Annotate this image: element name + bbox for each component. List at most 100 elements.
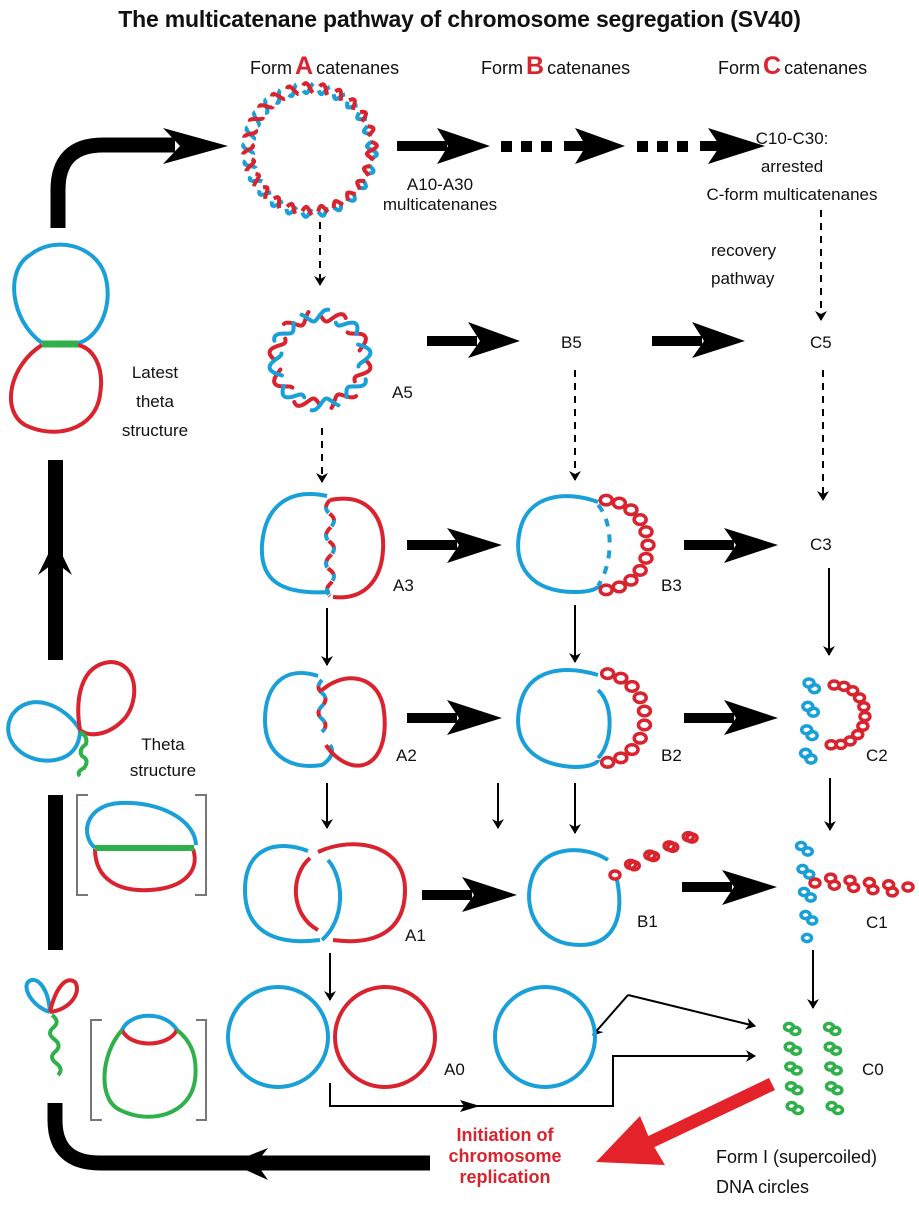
cycle-arrow-left-lower (48, 795, 63, 950)
arrow-b1-to-c0 (627, 994, 756, 1030)
strand-segment (299, 307, 331, 324)
strand-segment (344, 377, 368, 399)
diagram-title: The multicatenane pathway of chromosome … (118, 6, 801, 32)
column-header-b-suffix: catenanes (547, 58, 631, 78)
coil-loop (901, 881, 915, 893)
coil-loop (608, 869, 622, 881)
arrow-a1-to-b1 (422, 877, 517, 912)
a0-blue-circle (226, 985, 330, 1089)
coil-loop (806, 706, 821, 718)
theta-bracket-1 (76, 794, 207, 896)
coil-loop (638, 551, 654, 565)
column-header-c-suffix: catenanes (784, 58, 868, 78)
coil-loop (599, 667, 616, 681)
coil-loop (830, 1065, 843, 1076)
label-a2: A2 (396, 746, 417, 765)
coil-loop (611, 580, 628, 594)
coil-loop (623, 503, 639, 517)
coil-loop (624, 679, 640, 693)
coil-loop (598, 493, 614, 507)
label-a10-a30-line1: A10-A30 (406, 175, 474, 194)
strand-segment (356, 342, 373, 369)
latest-theta-structure (8, 242, 110, 434)
arrow-b2-to-c2 (684, 700, 778, 735)
coil-loop (829, 1045, 843, 1057)
label-latest-theta: Latest theta structure (110, 358, 200, 445)
coil-loop (623, 573, 639, 587)
label-c3: C3 (810, 535, 832, 554)
column-letter-c: C (763, 52, 782, 80)
label-form-i-line2: DNA circles (716, 1177, 810, 1197)
strand (241, 81, 379, 219)
label-form-i-line1: Form I (supercoiled) (716, 1147, 878, 1167)
cycle-arrowhead-top (163, 128, 228, 164)
label-c0: C0 (862, 1060, 884, 1079)
coil-loop (806, 915, 819, 926)
label-c1: C1 (866, 913, 888, 932)
strand-segment (267, 336, 288, 362)
coil-loop (804, 753, 818, 765)
label-initiation-replication: Initiation of chromosome replication (430, 1125, 580, 1188)
coil-loop (794, 840, 808, 852)
coil-loop (627, 860, 641, 872)
strand-segment (267, 351, 284, 378)
coil-loop (636, 718, 653, 732)
label-form-i: Form I (supercoiled) DNA circles (716, 1142, 877, 1202)
label-c10-c30-line2: arrested (760, 157, 824, 176)
coil-loop (796, 863, 809, 875)
arrow-a5-to-b5 (427, 322, 520, 358)
coil-loop (791, 1104, 805, 1116)
arrow-a2-to-b2 (407, 700, 502, 735)
strand-segment (280, 383, 307, 400)
arrow-a3-to-b3 (407, 528, 502, 563)
strand-segment (309, 396, 341, 413)
arrow-b1-to-blue-circle (592, 994, 629, 1036)
coil-loop (851, 728, 865, 741)
coil-loop (885, 886, 900, 898)
a3-catenane (259, 492, 386, 600)
initiation-arrow (596, 1078, 775, 1165)
coil-loop (807, 682, 822, 695)
coil-loop (598, 583, 614, 597)
cycle-arrowhead-up (38, 540, 72, 575)
coil-loop (866, 883, 880, 896)
label-theta-line2: structure (129, 761, 197, 780)
coil-loop (666, 841, 680, 853)
coil-loop (824, 738, 838, 751)
a2-catenane (262, 670, 387, 768)
c2-catenane (798, 677, 872, 765)
strand-segment (272, 321, 296, 343)
label-initiation-line1: Initiation of (456, 1125, 554, 1145)
label-theta: Theta structure (118, 732, 208, 784)
label-latest-theta-line3: structure (121, 421, 189, 440)
coil-loop (613, 671, 629, 685)
dotted-arrow-b-to-c (501, 128, 765, 164)
coil-loop (789, 1025, 802, 1037)
coil-loop (632, 731, 648, 745)
label-b1: B1 (637, 912, 658, 931)
label-initiation-line2: chromosome (448, 1146, 562, 1166)
cycle-arrowhead-left (230, 1148, 268, 1180)
coil-loop (852, 692, 867, 704)
column-letter-b: B (526, 52, 545, 80)
label-recovery-line2: pathway (711, 269, 775, 288)
column-header-b-prefix: Form (481, 58, 523, 78)
coil-loop (857, 700, 871, 713)
label-theta-line1: Theta (141, 735, 185, 754)
cycle-arrow-top (50, 137, 175, 228)
b1-released-blue-circle (493, 985, 597, 1089)
coil-loop (685, 832, 699, 844)
column-header-a-suffix: catenanes (316, 58, 400, 78)
coil-loop (613, 751, 629, 765)
coil-loop (646, 850, 661, 863)
coil-loop (632, 563, 648, 577)
b2-catenane (516, 667, 653, 770)
strand-segment (352, 358, 373, 384)
label-c10-c30-line1: C10-C30: (755, 129, 829, 148)
column-header-a-prefix: Form (250, 58, 292, 78)
label-a3: A3 (393, 576, 414, 595)
label-initiation-line3: replication (459, 1167, 551, 1187)
coil-loop (829, 1025, 842, 1037)
